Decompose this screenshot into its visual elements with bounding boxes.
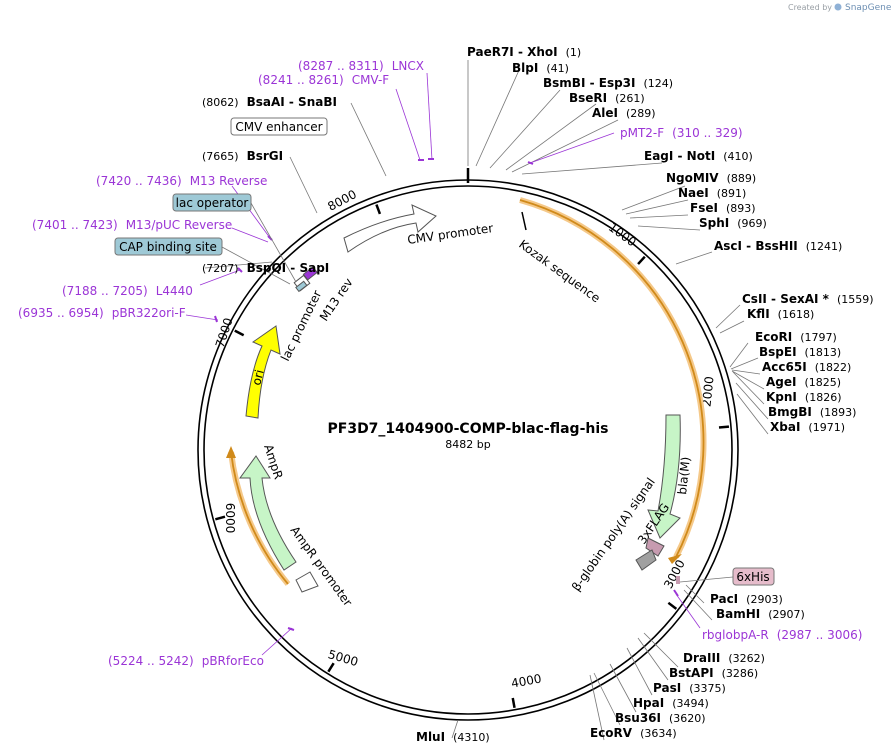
tick-label: 8000 <box>325 187 359 214</box>
plasmid-title: PF3D7_1404900-COMP-blac-flag-his <box>328 421 609 437</box>
snapgene-logo-icon <box>834 3 842 11</box>
restriction-site-label: NgoMIV(889) <box>666 171 756 185</box>
ori-arrow <box>245 325 281 419</box>
orf-line-left <box>230 451 289 585</box>
tick-mark <box>637 255 646 265</box>
bla-m-arrow <box>647 414 681 539</box>
svg-text:CMV enhancer: CMV enhancer <box>235 120 322 134</box>
svg-text:CAP binding site: CAP binding site <box>119 240 217 254</box>
restriction-site-label: PacI(2903) <box>710 592 783 606</box>
orf-arrowhead-left <box>226 446 236 458</box>
lac-op-leader <box>250 202 297 283</box>
flag-arrow <box>645 537 665 557</box>
restriction-site-label: CsII - SexAI *(1559) <box>742 292 874 306</box>
tick-label: 6000 <box>223 503 237 534</box>
orf-line-right <box>519 199 705 558</box>
plasmid-length: 8482 bp <box>445 438 490 451</box>
lac-operator-box <box>295 280 308 293</box>
tick-mark <box>667 601 678 610</box>
restriction-site-label: BlpI(41) <box>512 61 569 75</box>
restriction-site-label: AgeI(1825) <box>766 375 841 389</box>
primer-label: (7401 .. 7423)M13/pUC Reverse <box>32 218 232 232</box>
restriction-site-label: (8062)BsaAI - SnaBI <box>202 95 337 109</box>
tick-mark <box>215 515 226 521</box>
ampr-promoter-arrow <box>295 571 319 593</box>
primer-markers <box>214 158 679 631</box>
tick-label: 3000 <box>661 557 688 591</box>
restriction-site-label: XbaI(1971) <box>770 420 845 434</box>
restriction-site-label: BamHI(2907) <box>716 607 805 621</box>
cap-leader <box>221 246 291 285</box>
restriction-site-label: BseRI(261) <box>569 91 645 105</box>
restriction-site-label: BmgBI(1893) <box>768 405 856 419</box>
primer-labels: (8287 .. 8311)LNCX(8241 .. 8261)CMV-F (74… <box>18 59 862 668</box>
lac-operator-tag: lac operator <box>172 193 252 212</box>
restriction-site-label: EcoRI(1797) <box>755 330 837 344</box>
restriction-site-label: (7207)BspQI - SapI <box>202 261 329 275</box>
leader-lines <box>204 60 769 741</box>
restriction-site-label: EcoRV(3634) <box>590 726 677 740</box>
restriction-site-label: KflI(1618) <box>747 307 814 321</box>
tick-mark <box>327 662 335 673</box>
bla-m-label: bla(M) <box>675 456 693 495</box>
m13-rev-box <box>302 266 318 281</box>
restriction-sites: PaeR7I - XhoI(1) BlpI(41)BsmBI - Esp3I(12… <box>202 45 874 744</box>
restriction-site-label: Acc65I(1822) <box>762 360 851 374</box>
primer-label: (5224 .. 5242)pBRforEco <box>108 654 264 668</box>
restriction-site-label: BsmBI - Esp3I(124) <box>543 76 673 90</box>
his-tag-marker <box>676 576 680 584</box>
restriction-site-label: HpaI(3494) <box>633 696 709 710</box>
restriction-site-label: PaeR7I - XhoI(1) <box>467 45 581 59</box>
tick-mark <box>234 329 245 337</box>
cap-binding-site-tag: CAP binding site <box>114 237 223 256</box>
ampr-arrow <box>239 455 297 571</box>
ori-label: ori <box>249 368 266 387</box>
restriction-site-label: Bsu36I(3620) <box>615 711 706 725</box>
cmv-enhancer-tag: CMV enhancer <box>230 117 328 136</box>
restriction-site-label: KpnI(1826) <box>766 390 841 404</box>
restriction-site-label: DraIII(3262) <box>683 651 765 665</box>
lac-promoter-label: lac promoter <box>278 288 324 363</box>
ampr-promoter-label: AmpR promoter <box>288 524 355 609</box>
primer-label: (7188 .. 7205)L4440 <box>62 284 193 298</box>
restriction-site-label: MluI(4310) <box>416 730 490 744</box>
snapgene-brand: SnapGene <box>845 3 892 13</box>
orf-arrowhead-right <box>668 554 682 564</box>
restriction-site-label: (7665)BsrGI <box>202 149 283 163</box>
svg-text:lac operator: lac operator <box>176 196 249 210</box>
restriction-site-label: PasI(3375) <box>653 681 726 695</box>
primer-label: (8241 .. 8261)CMV-F <box>258 73 389 87</box>
backbone-inner-ring <box>203 185 733 715</box>
primer-label: (8287 .. 8311)LNCX <box>298 59 424 73</box>
m13-rev-label: M13 rev <box>317 276 356 324</box>
tick-mark <box>375 204 382 215</box>
primer-label: (6935 .. 6954)pBR322ori-F <box>18 306 186 320</box>
primer-label: pMT2-F(310 .. 329) <box>620 126 743 140</box>
restriction-site-label: FseI(893) <box>690 201 756 215</box>
kozak-marker <box>521 211 527 231</box>
primer-label: rbglobpA-R(2987 .. 3006) <box>702 628 862 642</box>
restriction-site-label: BstAPI(3286) <box>669 666 758 680</box>
restriction-site-label: AscI - BssHII(1241) <box>714 239 842 253</box>
kozak-label: Kozak sequence <box>516 237 603 305</box>
tick-mark <box>511 697 516 709</box>
svg-text:6xHis: 6xHis <box>736 570 769 584</box>
tick-label: 4000 <box>510 672 543 691</box>
restriction-site-label: NaeI(891) <box>678 186 746 200</box>
primer-label: (7420 .. 7436)M13 Reverse <box>96 174 267 188</box>
tick-mark <box>718 425 730 429</box>
cmv-promoter-arrow <box>343 204 437 253</box>
restriction-site-label: AleI(289) <box>592 106 656 120</box>
his-tag-leader <box>679 576 734 583</box>
tick-label: 2000 <box>699 376 716 408</box>
globin-polya-box <box>635 549 657 571</box>
restriction-site-label: EagI - NotI(410) <box>644 149 753 163</box>
restriction-site-label: SphI(969) <box>699 216 767 230</box>
restriction-site-label: BspEI(1813) <box>759 345 841 359</box>
created-by-label: Created by <box>788 3 832 12</box>
his-tag-box: 6xHis <box>732 567 775 586</box>
